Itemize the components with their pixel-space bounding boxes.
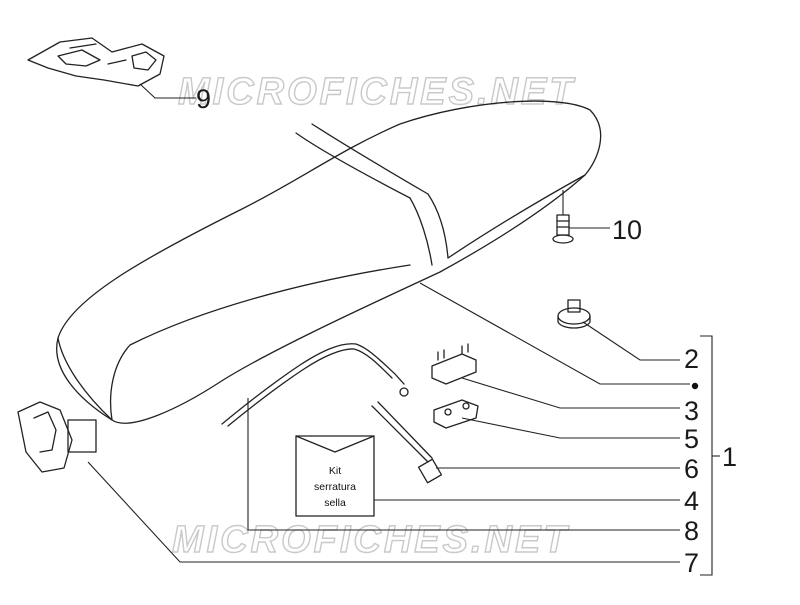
leader-3 (461, 377, 680, 409)
callout-4: 4 (684, 486, 699, 516)
part-10-screw (552, 190, 574, 244)
seat (56, 100, 602, 424)
callout-dot (691, 382, 699, 390)
part-9-seat-cover (27, 37, 165, 87)
leader-dot (419, 282, 690, 385)
kit-label-line2: serratura (314, 481, 356, 493)
callout-9: 9 (196, 84, 211, 114)
part-4-kit-box (295, 435, 375, 517)
part-2-buffer (557, 299, 591, 329)
watermark-bottom: MICROFICHES.NET (172, 519, 570, 561)
callout-2: 2 (684, 344, 699, 374)
leader-7 (87, 461, 680, 563)
callout-7: 7 (684, 548, 699, 578)
callout-10: 10 (612, 215, 642, 245)
part-6-rod (371, 401, 443, 484)
part-7-hinge-cover (17, 401, 97, 473)
callout-5: 5 (684, 424, 699, 454)
part-8-cable (221, 343, 409, 427)
leader-2 (582, 321, 680, 361)
part-5-plate (433, 399, 479, 429)
group-bracket (700, 335, 713, 576)
kit-label-line3: sella (324, 497, 346, 509)
part-3-bracket (431, 343, 477, 385)
callout-1: 1 (722, 442, 737, 472)
callout-8: 8 (684, 516, 699, 546)
callout-3: 3 (684, 396, 699, 426)
leader-9 (139, 83, 196, 99)
watermark-top: MICROFICHES.NET (178, 71, 576, 113)
callout-6: 6 (684, 454, 699, 484)
kit-label-line1: Kit (329, 465, 341, 477)
leader-5 (461, 417, 680, 439)
leader-8 (247, 398, 680, 531)
